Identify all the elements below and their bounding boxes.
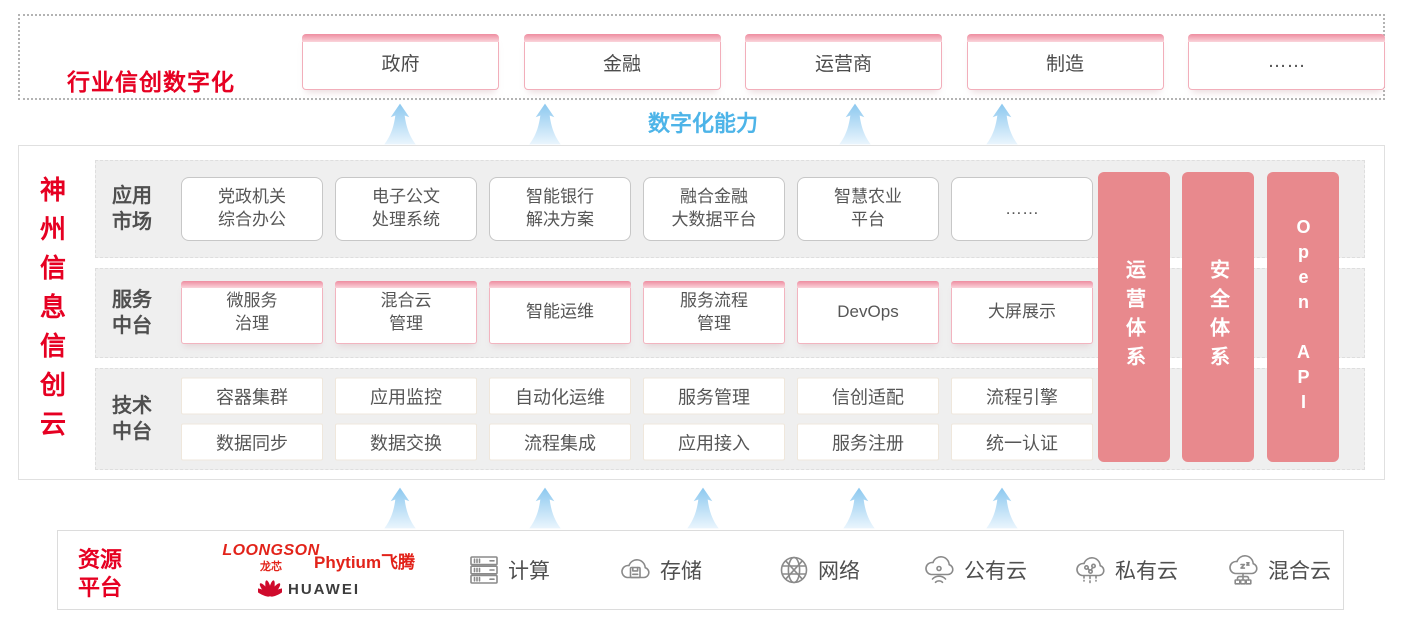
compute-icon bbox=[470, 556, 498, 584]
resource-item-storage: 存储 bbox=[616, 552, 702, 588]
loongson-logo-text: LOONGSON bbox=[222, 542, 320, 559]
public-cloud-icon bbox=[925, 556, 954, 584]
private-cloud-icon bbox=[1076, 557, 1105, 584]
industry-box-operator: 运营商 bbox=[745, 34, 942, 90]
side-bar-operation-system: 运营体系 bbox=[1098, 172, 1170, 462]
service-item: 大屏展示 bbox=[951, 281, 1093, 344]
resource-item-compute: 计算 bbox=[466, 552, 550, 588]
app-item: 智慧农业 平台 bbox=[797, 177, 939, 241]
up-arrow-icon bbox=[686, 487, 720, 529]
row-app-market: 应用 市场 党政机关 综合办公 电子公文 处理系统 智能银行 解决方案 融合金融… bbox=[95, 160, 1365, 258]
resource-item-public-cloud: 公有云 bbox=[920, 552, 1027, 588]
resource-item-network: 网络 bbox=[776, 552, 860, 588]
service-item-grid: 微服务 治理 混合云 管理 智能运维 服务流程 管理 DevOps 大屏展示 bbox=[181, 281, 1093, 344]
app-item: 融合金融 大数据平台 bbox=[643, 177, 785, 241]
resource-item-label: 计算 bbox=[508, 560, 550, 583]
tech-item-row-2: 数据同步 数据交换 流程集成 应用接入 服务注册 统一认证 bbox=[181, 423, 1093, 461]
service-item: 服务流程 管理 bbox=[643, 281, 785, 344]
service-item: 智能运维 bbox=[489, 281, 631, 344]
tech-item-row-1: 容器集群 应用监控 自动化运维 服务管理 信创适配 流程引擎 bbox=[181, 377, 1093, 415]
row-app-market-label: 应用 市场 bbox=[112, 185, 152, 233]
row-service-platform: 服务 中台 微服务 治理 混合云 管理 智能运维 服务流程 管理 DevOps … bbox=[95, 268, 1365, 358]
up-arrow-icon bbox=[383, 103, 417, 145]
loongson-logo: LOONGSON 龙芯 bbox=[216, 542, 326, 574]
capability-label: 数字化能力 bbox=[647, 111, 758, 136]
industry-box-finance: 金融 bbox=[523, 34, 721, 90]
tech-item: 流程集成 bbox=[489, 423, 631, 461]
resource-item-private-cloud: 私有云 bbox=[1071, 552, 1178, 588]
industry-box-government: 政府 bbox=[302, 34, 499, 90]
tech-item-grid: 容器集群 应用监控 自动化运维 服务管理 信创适配 流程引擎 数据同步 数据交换… bbox=[181, 377, 1093, 461]
side-bar-security-system: 安全体系 bbox=[1182, 172, 1254, 462]
loongson-logo-sub: 龙芯 bbox=[260, 561, 282, 573]
tech-item: 自动化运维 bbox=[489, 377, 631, 415]
resource-platform-box: 资源 平台 LOONGSON 龙芯 Phytium飞腾 HUAWEI bbox=[57, 530, 1344, 610]
row-tech-platform-label: 技术 中台 bbox=[112, 395, 152, 443]
service-item: 微服务 治理 bbox=[181, 281, 323, 344]
app-item: 智能银行 解决方案 bbox=[489, 177, 631, 241]
hybrid-cloud-icon bbox=[1229, 555, 1258, 585]
app-item-grid: 党政机关 综合办公 电子公文 处理系统 智能银行 解决方案 融合金融 大数据平台… bbox=[181, 177, 1093, 241]
row-tech-platform: 技术 中台 容器集群 应用监控 自动化运维 服务管理 信创适配 流程引擎 数据同… bbox=[95, 368, 1365, 470]
industry-row: 政府 金融 运营商 制造 …… bbox=[302, 34, 1385, 90]
row-service-platform-label: 服务 中台 bbox=[112, 289, 152, 337]
tech-item: 容器集群 bbox=[181, 377, 323, 415]
service-item: 混合云 管理 bbox=[335, 281, 477, 344]
tech-item: 统一认证 bbox=[951, 423, 1093, 461]
up-arrow-icon bbox=[383, 487, 417, 529]
up-arrow-icon bbox=[528, 103, 562, 145]
resource-item-hybrid-cloud: 混合云 bbox=[1224, 552, 1331, 588]
huawei-flower-icon bbox=[258, 580, 282, 597]
industry-box-more: …… bbox=[1188, 34, 1385, 90]
service-item: DevOps bbox=[797, 281, 939, 344]
app-item: 党政机关 综合办公 bbox=[181, 177, 323, 241]
platform-title: 神州信息信创云 bbox=[36, 176, 67, 449]
storage-icon bbox=[621, 559, 650, 579]
industry-section-title: 行业信创数字化 bbox=[67, 69, 235, 95]
resource-item-label: 公有云 bbox=[964, 560, 1027, 583]
tech-item: 应用接入 bbox=[643, 423, 785, 461]
resource-item-label: 混合云 bbox=[1268, 560, 1331, 583]
tech-item: 服务注册 bbox=[797, 423, 939, 461]
huawei-logo: HUAWEI bbox=[258, 577, 360, 601]
up-arrow-icon bbox=[985, 103, 1019, 145]
tech-item: 服务管理 bbox=[643, 377, 785, 415]
up-arrow-icon bbox=[985, 487, 1019, 529]
resource-item-label: 网络 bbox=[818, 560, 860, 583]
industry-section: 行业信创数字化 政府 金融 运营商 制造 …… bbox=[18, 14, 1385, 100]
tech-item: 数据同步 bbox=[181, 423, 323, 461]
up-arrow-icon bbox=[838, 103, 872, 145]
side-bar-open-api: Open API bbox=[1267, 172, 1339, 462]
app-item-more: …… bbox=[951, 177, 1093, 241]
resource-item-label: 私有云 bbox=[1115, 560, 1178, 583]
up-arrow-icon bbox=[528, 487, 562, 529]
industry-box-manufacturing: 制造 bbox=[966, 34, 1164, 90]
tech-item: 流程引擎 bbox=[951, 377, 1093, 415]
phytium-logo: Phytium飞腾 bbox=[314, 553, 416, 572]
tech-item: 数据交换 bbox=[335, 423, 477, 461]
huawei-logo-text: HUAWEI bbox=[288, 580, 360, 598]
app-item: 电子公文 处理系统 bbox=[335, 177, 477, 241]
resource-item-label: 存储 bbox=[660, 560, 702, 583]
up-arrow-icon bbox=[842, 487, 876, 529]
tech-item: 应用监控 bbox=[335, 377, 477, 415]
tech-item: 信创适配 bbox=[797, 377, 939, 415]
network-icon bbox=[780, 556, 808, 584]
resource-platform-label: 资源 平台 bbox=[78, 547, 123, 600]
